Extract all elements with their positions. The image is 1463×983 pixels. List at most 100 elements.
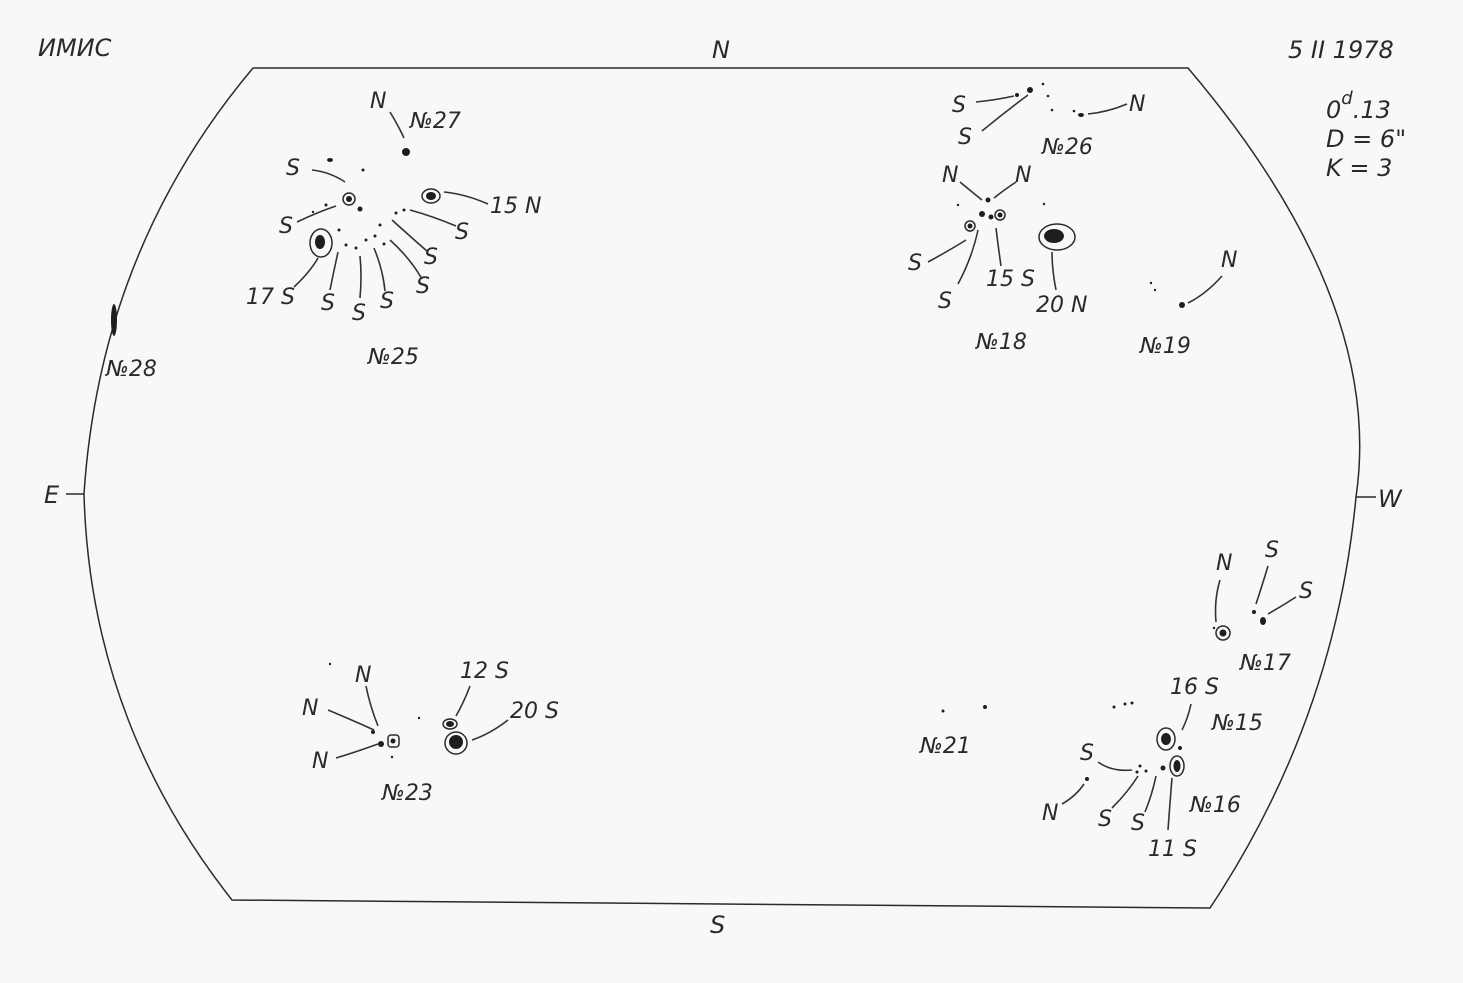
leader-line <box>1181 703 1192 731</box>
spot <box>1160 765 1166 771</box>
leader-line <box>981 94 1029 132</box>
spot <box>382 242 386 246</box>
leader-line <box>409 209 457 227</box>
leader-line <box>373 247 386 292</box>
group-23: N N N 12 S 20 S №23 <box>302 659 559 806</box>
spot <box>328 662 332 666</box>
polarity-label: S <box>279 214 293 239</box>
leader-line <box>1255 565 1269 605</box>
spot <box>417 716 421 720</box>
spot <box>1144 769 1148 773</box>
spot-penumbra <box>964 220 976 232</box>
leader-line <box>391 219 429 253</box>
spot <box>324 203 328 207</box>
spot <box>390 738 396 744</box>
polarity-label: S <box>958 125 972 150</box>
group-18: N N S S 15 S 20 N №18 <box>908 163 1087 355</box>
polarity-label: S <box>380 289 394 314</box>
time-main: 0 <box>1326 96 1341 124</box>
quality-label: K = 3 <box>1326 154 1392 182</box>
spot <box>1135 770 1139 774</box>
spot <box>1046 94 1050 98</box>
spot <box>1085 777 1089 781</box>
polarity-label: S <box>321 291 335 316</box>
leader-line <box>1087 103 1128 115</box>
time-label: 0d.13 <box>1326 88 1391 124</box>
leader-line <box>443 191 489 205</box>
spot <box>1042 202 1046 206</box>
polarity-label: N <box>1129 92 1145 117</box>
spot <box>361 168 365 172</box>
group-label: №15 <box>1211 711 1263 736</box>
leader-line <box>1051 251 1057 291</box>
polarity-label: N <box>1216 551 1232 576</box>
spot <box>394 211 398 215</box>
leader-line <box>957 229 979 285</box>
polarity-label: N <box>1015 163 1031 188</box>
spot <box>327 158 333 162</box>
spot <box>344 243 348 247</box>
spot <box>371 730 375 734</box>
seeing-label: D = 6" <box>1326 125 1406 153</box>
leader-line <box>995 227 1002 267</box>
time-sup: d <box>1341 88 1353 109</box>
leader-line <box>1267 596 1297 615</box>
leader-line <box>455 685 471 717</box>
spot <box>402 208 406 212</box>
polarity-label: S <box>416 274 430 299</box>
east-label: E <box>44 481 60 509</box>
group-label: №27 <box>409 109 461 134</box>
leader-line <box>389 239 423 280</box>
west-label: W <box>1378 485 1403 513</box>
spot <box>1138 764 1142 768</box>
spot <box>378 223 382 227</box>
polarity-label: S <box>455 220 469 245</box>
spot <box>956 203 960 207</box>
spot-penumbra <box>1156 727 1176 751</box>
spot <box>402 148 410 156</box>
leader-line <box>311 169 346 183</box>
leader-line <box>365 685 379 727</box>
spot <box>941 709 945 713</box>
spot-penumbra <box>387 734 400 748</box>
group-label: №26 <box>1041 135 1093 160</box>
polarity-label: N <box>302 696 318 721</box>
polarity-label: N <box>370 89 386 114</box>
spot <box>354 246 358 250</box>
polarity-label: S <box>352 301 366 326</box>
solar-disk-outline <box>83 67 1361 909</box>
spot <box>1044 229 1064 243</box>
polarity-label: S <box>1299 579 1313 604</box>
polarity-label: N <box>1042 801 1058 826</box>
leader-line <box>329 251 339 291</box>
polarity-label: N <box>355 663 371 688</box>
spot <box>1212 626 1216 630</box>
spot <box>1041 82 1045 86</box>
spot <box>378 741 384 747</box>
polarity-label: 20 N <box>1036 293 1087 318</box>
spot <box>1050 108 1054 112</box>
polarity-label: S <box>1131 811 1145 836</box>
spot <box>1161 733 1171 745</box>
leader-line <box>389 111 405 139</box>
leader-line <box>327 709 375 731</box>
spot <box>1027 87 1033 93</box>
polarity-label: S <box>286 156 300 181</box>
polarity-label: 17 S <box>246 285 295 310</box>
spot <box>111 304 117 336</box>
spot-penumbra <box>342 192 356 206</box>
polarity-label: S <box>938 289 952 314</box>
leader-line <box>927 239 967 263</box>
polarity-label: S <box>1265 538 1279 563</box>
spot <box>1178 746 1182 750</box>
spot <box>1015 93 1019 97</box>
group-16: S N S S 11 S №16 <box>1042 741 1241 862</box>
leader-line <box>471 719 509 741</box>
spot <box>373 234 377 238</box>
spot <box>979 211 985 217</box>
group-label: №19 <box>1139 334 1191 359</box>
polarity-label: 20 S <box>510 699 559 724</box>
polarity-label: 15 S <box>986 267 1035 292</box>
leader-line <box>293 257 319 288</box>
spot-penumbra <box>1038 223 1076 251</box>
